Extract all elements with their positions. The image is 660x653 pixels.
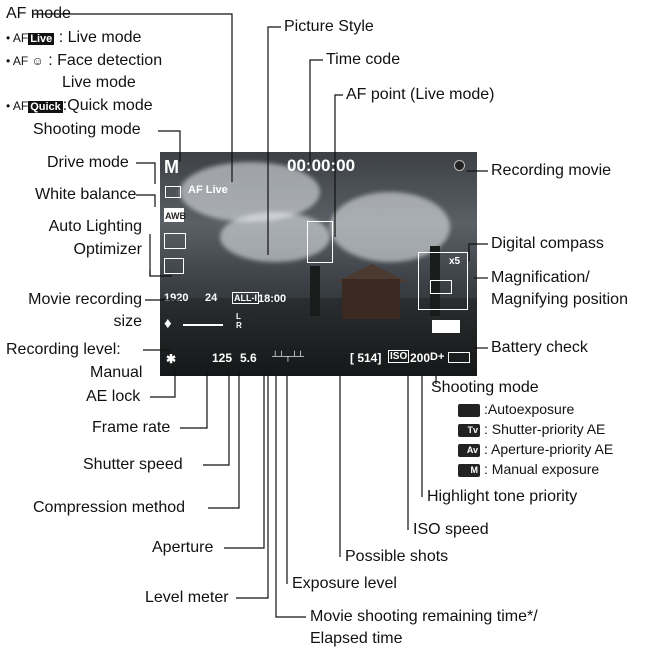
label-movie-size-1: Movie recording	[28, 291, 142, 308]
label-highlight-tone: Highlight tone priority	[427, 488, 578, 505]
label-movie-size-2: size	[113, 313, 142, 330]
label-level-meter: Level meter	[145, 589, 229, 606]
label-magnification-2: Magnifying position	[491, 291, 628, 308]
label-magnification-1: Magnification/	[491, 269, 590, 286]
label-recording-movie: Recording movie	[491, 162, 612, 179]
movie-av-chip-icon: Av	[458, 443, 480, 457]
label-iso-speed: ISO speed	[413, 521, 489, 538]
osd-shots: [ 514]	[350, 351, 382, 365]
af-point-frame	[307, 221, 333, 263]
label-rec-level-1: Recording level:	[6, 341, 121, 358]
label-af-face-2: Live mode	[62, 74, 136, 91]
label-exposure-level: Exposure level	[292, 575, 397, 592]
lcd-screen: M 00:00:00 AF Live AWB 1920 24 ALL-I 18:…	[160, 152, 477, 376]
label-digital-compass: Digital compass	[491, 235, 604, 252]
osd-shutter: 125	[212, 351, 233, 365]
magnify-frame	[418, 252, 468, 310]
label-time-code: Time code	[326, 51, 401, 68]
label-alo-1: Auto Lighting	[48, 218, 142, 235]
recording-dot-icon	[454, 160, 465, 171]
barn	[342, 279, 400, 319]
rec-level-scale	[183, 324, 223, 326]
label-frame-rate: Frame rate	[92, 419, 171, 436]
label-possible-shots: Possible shots	[345, 548, 449, 565]
movie-m-chip-icon: M	[458, 463, 480, 477]
label-picture-style: Picture Style	[284, 18, 374, 35]
exposure-scale: ┴┴┬┴┴	[272, 351, 304, 361]
movie-tv-chip-icon: Tv	[458, 423, 480, 437]
label-shooting-mode-right: Shooting mode	[431, 379, 539, 396]
legend-autoexposure: :Autoexposure	[458, 401, 574, 417]
cloud	[180, 162, 320, 222]
label-drive-mode: Drive mode	[47, 154, 129, 171]
label-af-mode: AF mode	[6, 5, 71, 22]
osd-wb: AWB	[164, 208, 186, 222]
cloud	[220, 212, 330, 262]
label-battery-check: Battery check	[491, 339, 588, 356]
osd-iso: 200	[410, 351, 431, 365]
label-af-point: AF point (Live mode)	[346, 86, 495, 103]
label-shutter-speed: Shutter speed	[83, 456, 183, 473]
osd-af-live: AF Live	[188, 184, 228, 196]
label-af-face: • AF ☺ : Face detection	[6, 52, 163, 69]
ae-lock-icon: ✱	[166, 352, 177, 366]
label-remaining-2: Elapsed time	[310, 630, 403, 647]
label-alo-2: Optimizer	[73, 241, 142, 258]
label-white-balance: White balance	[35, 186, 137, 203]
label-compression: Compression method	[33, 499, 186, 516]
osd-remaining: 18:00	[258, 293, 287, 305]
label-aperture: Aperture	[152, 539, 214, 556]
osd-frame-rate: 24	[205, 292, 218, 304]
picture-style-icon	[164, 258, 184, 274]
osd-iso-label: ISO	[388, 350, 410, 363]
shooting-mode-chip-icon	[432, 320, 460, 333]
drive-mode-icon	[165, 186, 181, 198]
battery-icon	[448, 352, 470, 363]
tree	[310, 266, 320, 316]
osd-compression: ALL-I	[232, 292, 259, 304]
barn-roof	[336, 264, 408, 282]
osd-htp: D+	[430, 351, 445, 363]
osd-aperture: 5.6	[240, 351, 257, 365]
label-ae-lock: AE lock	[86, 388, 141, 405]
tree	[430, 246, 440, 316]
legend-shutter-priority: Tv: Shutter-priority AE	[458, 421, 605, 437]
legend-aperture-priority: Av: Aperture-priority AE	[458, 441, 613, 457]
osd-movie-size: 1920	[164, 292, 189, 304]
label-rec-level-2: Manual	[90, 364, 143, 381]
mic-icon: ♦	[164, 315, 172, 332]
label-remaining-1: Movie shooting remaining time*/	[310, 608, 538, 625]
movie-auto-chip-icon	[458, 403, 480, 417]
osd-timecode: 00:00:00	[287, 156, 356, 175]
alo-icon	[164, 233, 186, 249]
label-shooting-mode: Shooting mode	[33, 121, 141, 138]
osd-magnification: x5	[449, 256, 461, 267]
magnify-position-icon	[430, 280, 452, 294]
legend-manual-exposure: M: Manual exposure	[458, 461, 599, 477]
osd-shooting-mode: M	[164, 157, 179, 177]
